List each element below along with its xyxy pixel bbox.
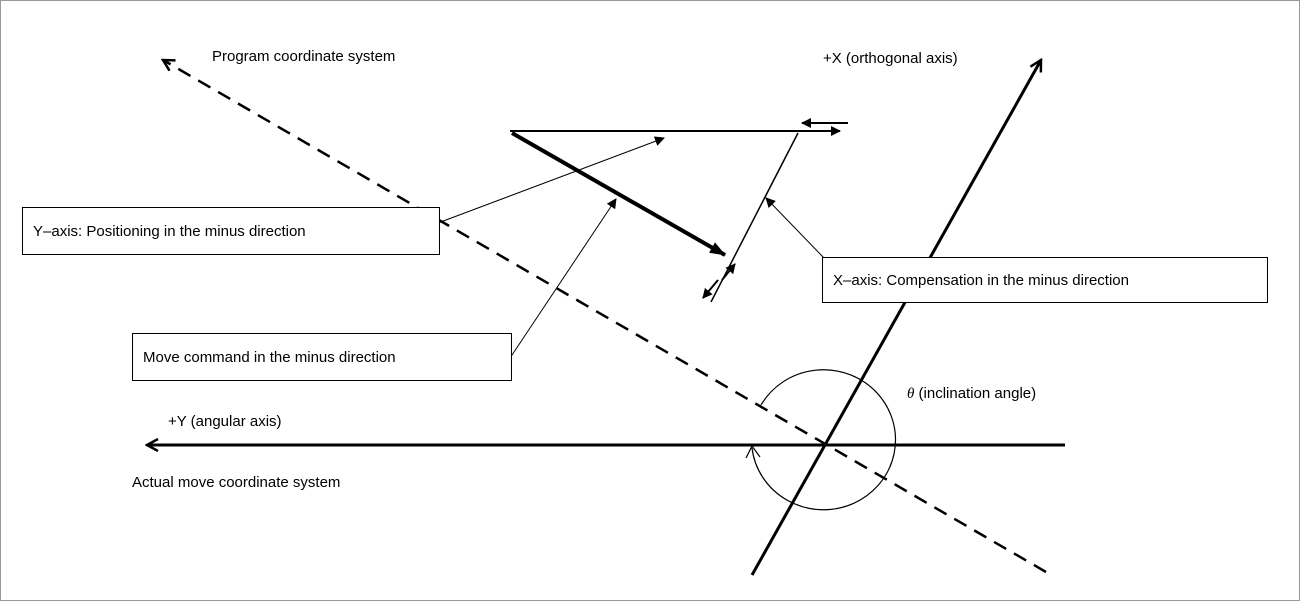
y-axis-label: +Y (angular axis)	[168, 413, 282, 430]
x-axis-label: +X (orthogonal axis)	[823, 50, 958, 67]
inclination-arc-arrowhead	[745, 444, 761, 459]
leader-move-command	[509, 198, 617, 359]
actual-move-coordinate-system-label: Actual move coordinate system	[132, 474, 341, 491]
theta-symbol: θ	[907, 386, 915, 402]
x-orthogonal-axis	[750, 60, 1043, 576]
y-positioning-callout-text: Y–axis: Positioning in the minus directi…	[33, 222, 306, 240]
leader-x-compensation	[765, 197, 825, 259]
program-coordinate-system-label: Program coordinate system	[212, 48, 396, 65]
x-compensation-callout-text: X–axis: Compensation in the minus direct…	[833, 271, 1129, 289]
x-compensation-callout: X–axis: Compensation in the minus direct…	[822, 257, 1268, 303]
move-command-callout-text: Move command in the minus direction	[143, 348, 396, 366]
program-axis-dashed	[163, 60, 1047, 574]
inclination-angle-arc	[751, 369, 897, 511]
inclination-angle-label: θ (inclination angle)	[907, 385, 1036, 403]
move-command-arrow	[511, 131, 726, 257]
x-compensation-arrow-down	[702, 279, 719, 299]
leader-y-positioning	[437, 136, 665, 224]
inclination-angle-text: (inclination angle)	[914, 385, 1037, 402]
move-command-callout: Move command in the minus direction	[132, 333, 512, 381]
x-compensation-arrow-up	[721, 263, 736, 281]
y-positioning-callout: Y–axis: Positioning in the minus directi…	[22, 207, 440, 255]
